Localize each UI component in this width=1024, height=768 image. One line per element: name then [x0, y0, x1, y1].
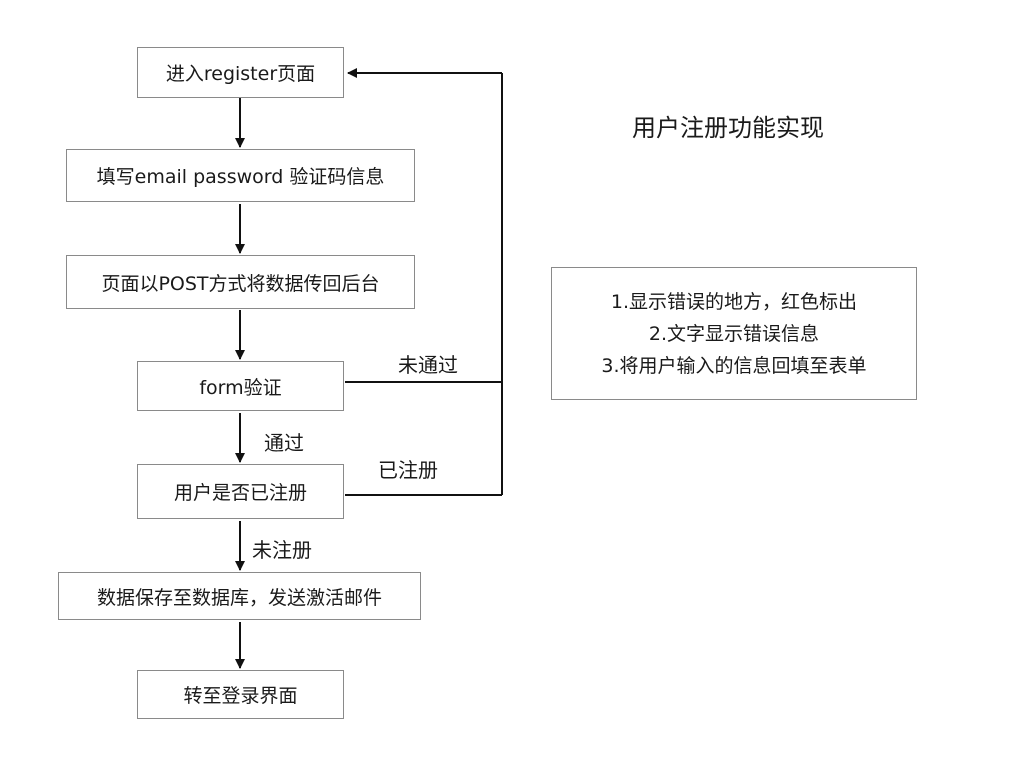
- step-form-validation: form验证: [137, 361, 344, 411]
- edge-label-not-passed: 未通过: [398, 353, 458, 377]
- edge-label-not-registered: 未注册: [252, 538, 312, 562]
- step-post-data-label: 页面以POST方式将数据传回后台: [101, 272, 380, 295]
- step-fill-info: 填写email password 验证码信息: [66, 149, 415, 202]
- step-registered-check: 用户是否已注册: [137, 464, 344, 519]
- diagram-title: 用户注册功能实现: [632, 114, 824, 142]
- step-go-to-login-label: 转至登录界面: [183, 685, 298, 707]
- step-save-and-email: 数据保存至数据库，发送激活邮件: [58, 572, 421, 620]
- note-item: 1.显示错误的地方，红色标出: [610, 290, 858, 313]
- step-register-page-label: 进入register页面: [165, 63, 316, 85]
- edge-label-already-registered: 已注册: [378, 458, 438, 482]
- step-save-and-email-label: 数据保存至数据库，发送激活邮件: [96, 586, 382, 609]
- step-registered-check-label: 用户是否已注册: [173, 482, 307, 504]
- step-fill-info-label: 填写email password 验证码信息: [96, 166, 385, 188]
- step-form-validation-label: form验证: [199, 376, 282, 399]
- note-item: 2.文字显示错误信息: [648, 322, 820, 345]
- edge-label-passed: 通过: [264, 431, 304, 455]
- note-item: 3.将用户输入的信息回填至表单: [601, 354, 867, 377]
- step-post-data: 页面以POST方式将数据传回后台: [66, 255, 415, 309]
- step-register-page: 进入register页面: [137, 47, 344, 98]
- error-handling-notes: 1.显示错误的地方，红色标出 2.文字显示错误信息 3.将用户输入的信息回填至表…: [551, 267, 917, 400]
- step-go-to-login: 转至登录界面: [137, 670, 344, 719]
